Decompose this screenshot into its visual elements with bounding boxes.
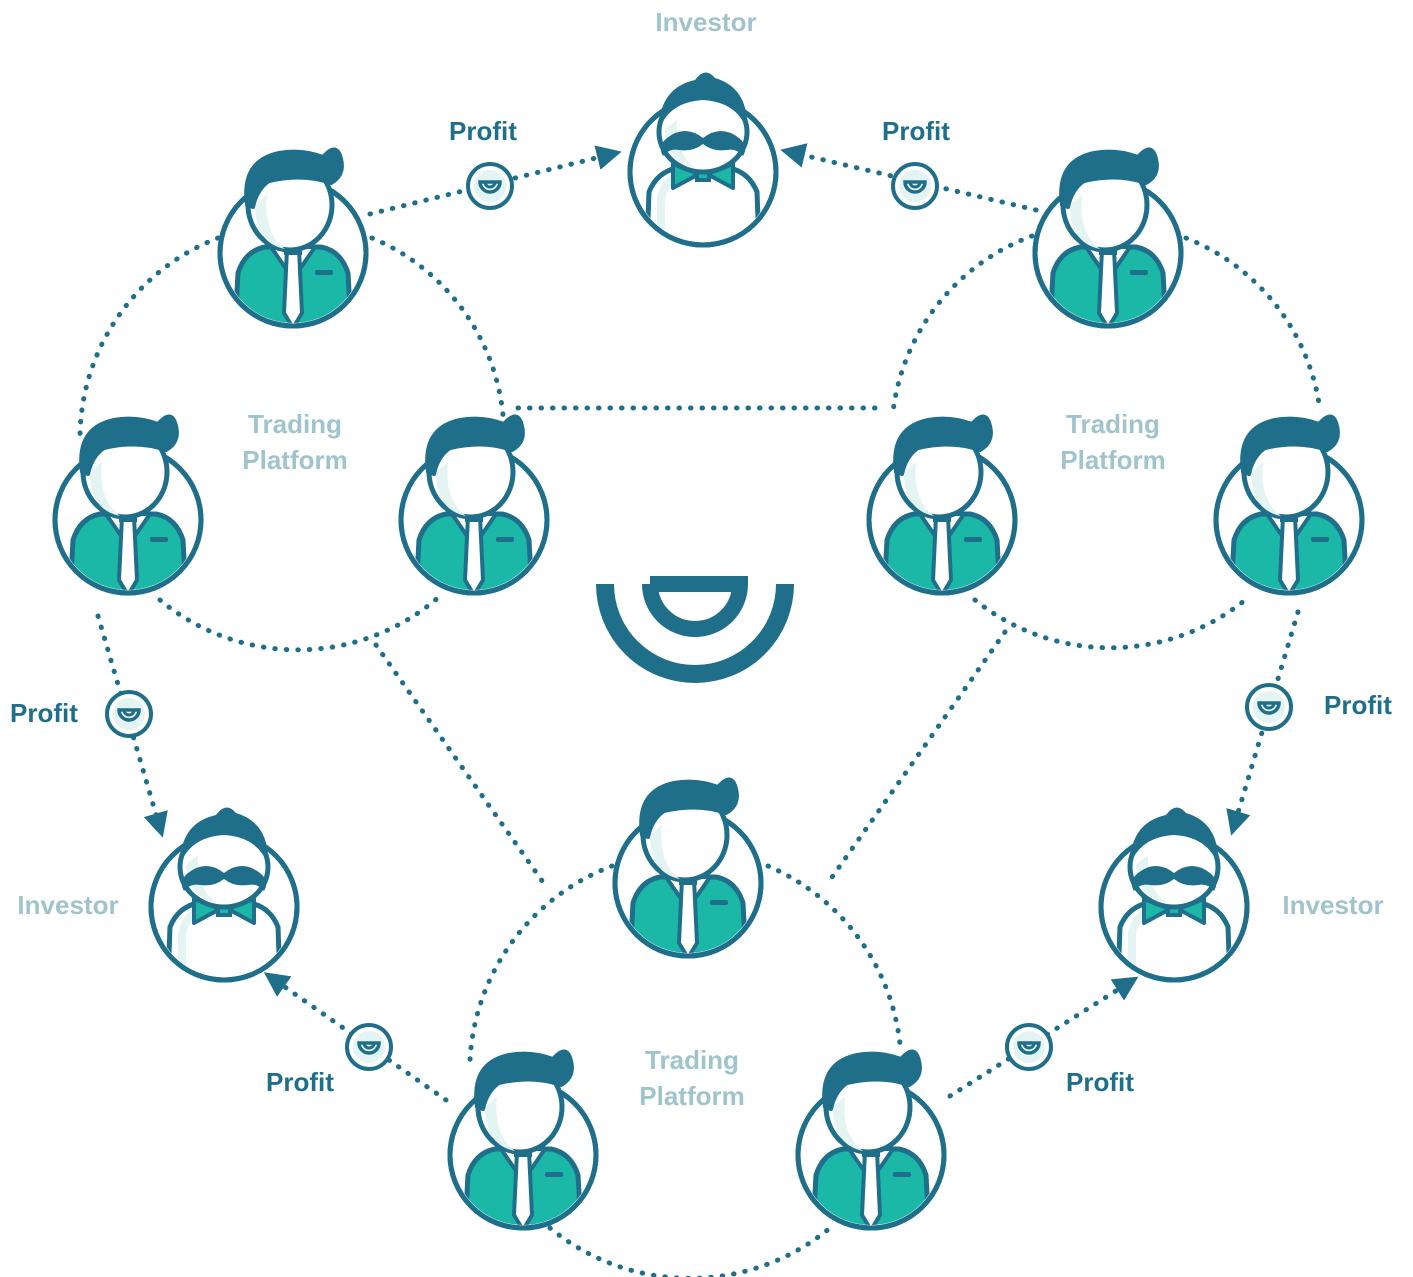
profit-label: Profit [1324,690,1392,720]
profit-label: Profit [882,116,950,146]
trading-platform-label: Trading [248,409,342,439]
investor-label: Investor [655,7,756,37]
smile-coin-icon [1005,1023,1053,1071]
investor-avatar-icon [630,72,776,247]
trading-platform-label: Platform [242,445,347,475]
investor-label: Investor [17,890,118,920]
investor-label: Investor [1282,890,1383,920]
trader-avatar-icon [1216,416,1362,595]
trading-platform-label: Platform [639,1081,744,1111]
trading-platform-label: Trading [645,1045,739,1075]
profit-label: Profit [266,1067,334,1097]
trader-avatar-icon [220,149,366,328]
trader-avatar-icon [869,416,1015,595]
smile-coin-icon [891,162,939,210]
trader-avatar-icon [798,1051,944,1230]
profit-label: Profit [10,698,78,728]
trading-platform-label: Trading [1066,409,1160,439]
trader-avatar-icon [401,416,547,595]
smile-coin-icon [105,690,153,738]
center-logo-icon [596,576,794,683]
profit-label: Profit [1066,1067,1134,1097]
labels: Investor Investor Investor Profit Profit… [10,7,1392,1111]
trader-avatar-icon [1035,149,1181,328]
smile-coin-icon [466,162,514,210]
trading-platform-label: Platform [1060,445,1165,475]
trader-avatar-icon [55,416,201,595]
investor-avatar-icon [151,807,297,982]
trader-avatar-icon [615,779,761,958]
investor-avatar-icon [1101,807,1247,982]
smile-coin-icon [345,1023,393,1071]
profit-label: Profit [449,116,517,146]
smile-coin-icon [1245,683,1293,731]
trader-avatar-icon [450,1051,596,1230]
